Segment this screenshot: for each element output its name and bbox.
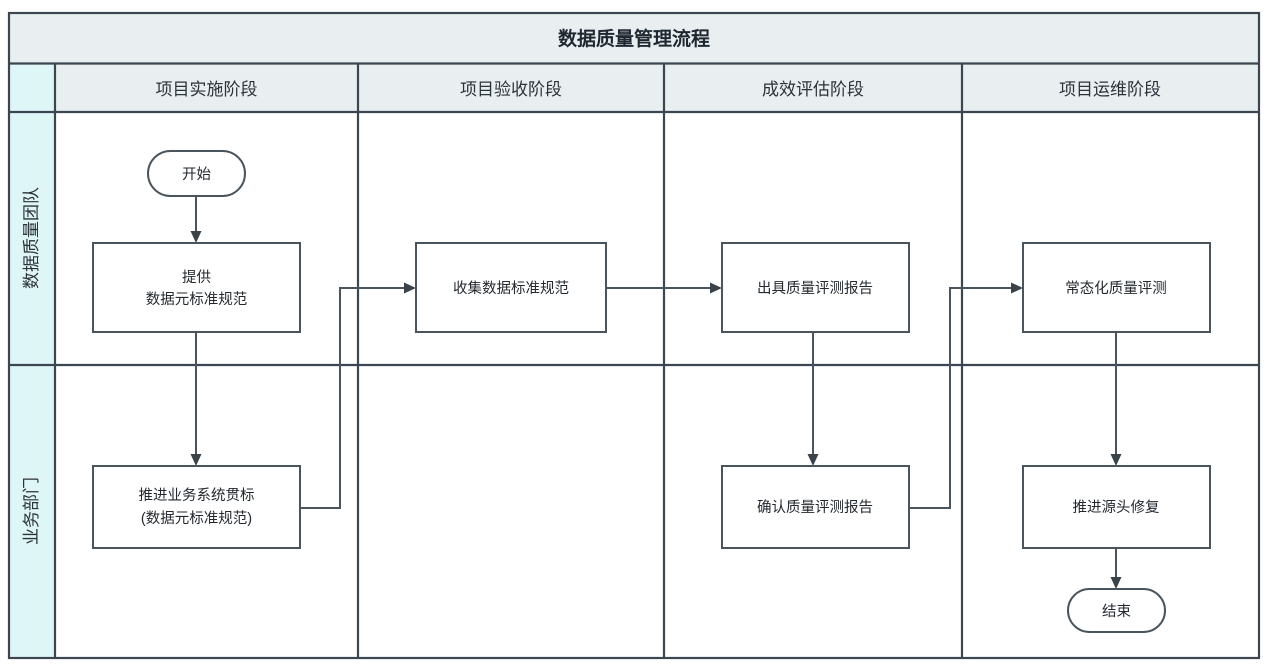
node-promote-std-label-line2: (数据元标准规范) xyxy=(141,510,252,527)
node-collect-spec-shape[interactable] xyxy=(415,242,607,333)
edge-confirm-rep-to-routine-eval xyxy=(908,282,1023,509)
node-promote-std-shape[interactable] xyxy=(92,465,301,549)
node-collect-spec[interactable]: 收集数据标准规范 xyxy=(415,242,607,333)
node-start-shape[interactable] xyxy=(147,150,246,197)
header-band xyxy=(55,64,1259,112)
node-confirm-rep[interactable]: 确认质量评测报告 xyxy=(721,465,910,549)
lane-body-background xyxy=(55,112,1259,658)
node-end[interactable]: 结束 xyxy=(1067,588,1166,633)
node-provide-spec-shape[interactable] xyxy=(92,242,301,333)
node-issue-report-shape[interactable] xyxy=(721,242,910,333)
node-issue-report-label: 出具质量评测报告 xyxy=(757,280,873,297)
column-header-impl: 项目实施阶段 xyxy=(156,80,258,99)
column-header-ops: 项目运维阶段 xyxy=(1059,80,1161,99)
node-provide-spec-label-line2: 数据元标准规范 xyxy=(146,291,248,308)
edge-provide-spec-to-promote-std xyxy=(190,332,202,466)
edge-routine-eval-to-fix-source xyxy=(1110,332,1122,466)
node-routine-eval[interactable]: 常态化质量评测 xyxy=(1022,242,1211,333)
outer-frame xyxy=(7,11,1261,660)
node-confirm-rep-shape[interactable] xyxy=(721,465,910,549)
node-end-shape[interactable] xyxy=(1067,588,1166,633)
column-header-eval: 成效评估阶段 xyxy=(762,80,864,99)
node-routine-eval-shape[interactable] xyxy=(1022,242,1211,333)
node-routine-eval-label: 常态化质量评测 xyxy=(1065,280,1167,297)
connectors xyxy=(190,196,1122,589)
edge-promote-std-to-collect-spec xyxy=(300,282,416,509)
node-promote-std-label-line1: 推进业务系统贯标 xyxy=(139,487,255,504)
node-start[interactable]: 开始 xyxy=(147,150,246,197)
edge-start-to-provide-spec xyxy=(190,196,202,243)
node-provide-spec[interactable]: 提供 数据元标准规范 xyxy=(92,242,301,333)
column-header-accept: 项目验收阶段 xyxy=(460,80,562,99)
node-start-label: 开始 xyxy=(182,166,211,183)
edge-issue-report-to-confirm-rep xyxy=(807,332,819,466)
node-promote-std[interactable]: 推进业务系统贯标 (数据元标准规范) xyxy=(92,465,301,549)
node-fix-source[interactable]: 推进源头修复 xyxy=(1022,465,1211,549)
node-collect-spec-label: 收集数据标准规范 xyxy=(453,280,569,297)
edge-fix-source-to-end xyxy=(1110,548,1122,589)
node-fix-source-shape[interactable] xyxy=(1022,465,1211,549)
edge-collect-spec-to-issue-report xyxy=(606,282,722,294)
lane-label-business: 业务部门 xyxy=(22,477,41,545)
diagram-title: 数据质量管理流程 xyxy=(558,27,710,50)
node-confirm-rep-label: 确认质量评测报告 xyxy=(757,499,873,516)
node-fix-source-label: 推进源头修复 xyxy=(1073,498,1160,516)
diagram-frame xyxy=(7,11,1261,660)
lane-label-dq-team: 数据质量团队 xyxy=(22,187,41,289)
lane-label-band xyxy=(9,64,55,658)
title-band xyxy=(9,13,1259,63)
node-end-label: 结束 xyxy=(1102,603,1131,620)
node-issue-report[interactable]: 出具质量评测报告 xyxy=(721,242,910,333)
node-provide-spec-label-line1: 提供 xyxy=(182,269,211,286)
chart-background xyxy=(9,13,1259,658)
